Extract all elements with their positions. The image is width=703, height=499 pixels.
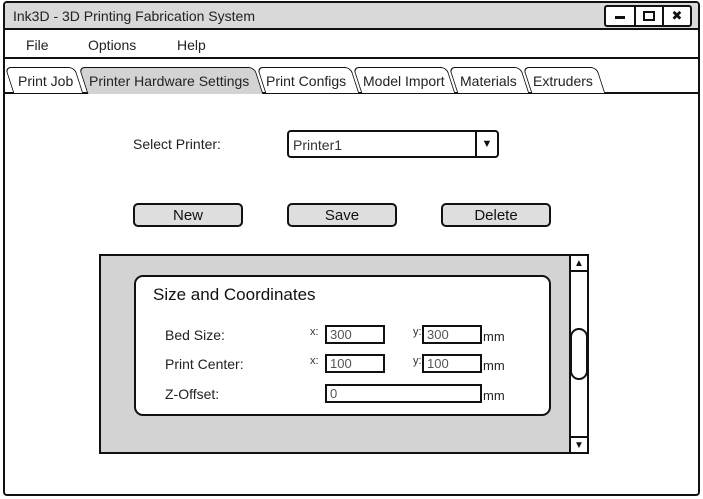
- maximize-icon[interactable]: [634, 7, 662, 25]
- title-bar: Ink3D - 3D Printing Fabrication System ✖: [5, 3, 698, 30]
- scroll-up-icon[interactable]: ▲: [571, 256, 587, 272]
- settings-scroll-panel: Size and Coordinates Bed Size: x: 300 y:…: [99, 254, 589, 454]
- bed-size-unit: mm: [483, 329, 505, 344]
- app-window: Ink3D - 3D Printing Fabrication System ✖…: [3, 1, 700, 496]
- print-center-x-label: x:: [310, 355, 319, 367]
- save-button[interactable]: Save: [287, 203, 397, 227]
- select-printer-label: Select Printer:: [133, 136, 221, 152]
- tab-model-import[interactable]: Model Import: [363, 73, 445, 89]
- tab-materials[interactable]: Materials: [460, 73, 517, 89]
- print-center-y-input[interactable]: 100: [422, 354, 482, 373]
- minimize-icon[interactable]: [606, 7, 634, 25]
- print-center-y-label: y:: [413, 355, 422, 367]
- menu-options[interactable]: Options: [88, 37, 137, 53]
- z-offset-input[interactable]: 0: [325, 384, 482, 403]
- bed-size-label: Bed Size:: [165, 327, 225, 343]
- bed-size-y-input[interactable]: 300: [422, 325, 482, 344]
- menu-bar: File Options Help: [5, 30, 698, 59]
- menu-help[interactable]: Help: [177, 37, 206, 53]
- size-and-coordinates-group: Size and Coordinates Bed Size: x: 300 y:…: [134, 275, 551, 416]
- dropdown-arrow-icon[interactable]: ▼: [475, 132, 497, 156]
- tab-print-job[interactable]: Print Job: [18, 73, 74, 89]
- z-offset-unit: mm: [483, 388, 505, 403]
- print-center-unit: mm: [483, 358, 505, 373]
- group-title: Size and Coordinates: [153, 285, 316, 304]
- window-title: Ink3D - 3D Printing Fabrication System: [13, 8, 255, 24]
- scroll-down-icon[interactable]: ▼: [571, 436, 587, 452]
- bed-size-y-label: y:: [413, 326, 422, 338]
- printer-select-value: Printer1: [293, 137, 343, 153]
- z-offset-label: Z-Offset:: [165, 386, 220, 402]
- tab-strip: Print Job Printer Hardware Settings Prin…: [5, 61, 698, 94]
- print-center-label: Print Center:: [165, 356, 244, 372]
- window-controls: ✖: [604, 5, 692, 27]
- menu-file[interactable]: File: [26, 37, 49, 53]
- vertical-scrollbar[interactable]: ▲ ▼: [569, 256, 588, 452]
- tab-extruders[interactable]: Extruders: [533, 73, 593, 89]
- scroll-thumb[interactable]: [570, 328, 588, 380]
- printer-select[interactable]: Printer1 ▼: [287, 130, 499, 158]
- print-center-x-input[interactable]: 100: [325, 354, 385, 373]
- tab-print-configs[interactable]: Print Configs: [266, 73, 347, 89]
- delete-button[interactable]: Delete: [441, 203, 551, 227]
- new-button[interactable]: New: [133, 203, 243, 227]
- tab-printer-hardware-settings[interactable]: Printer Hardware Settings: [89, 73, 250, 89]
- close-icon[interactable]: ✖: [662, 7, 690, 25]
- bed-size-x-input[interactable]: 300: [325, 325, 385, 344]
- bed-size-x-label: x:: [310, 326, 319, 338]
